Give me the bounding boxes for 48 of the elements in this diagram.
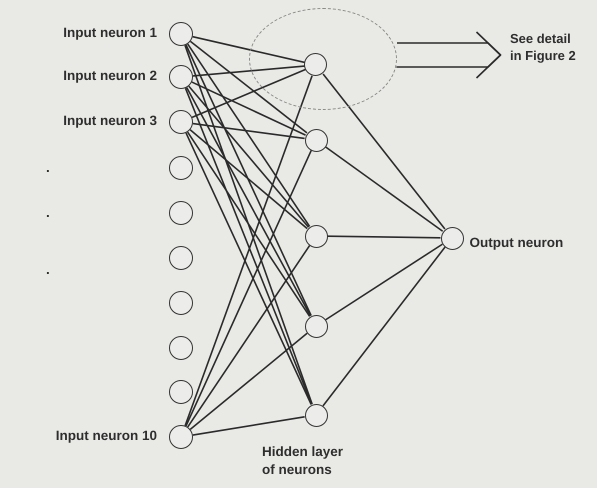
- connection-line: [187, 245, 310, 428]
- neuron-circle: [169, 156, 193, 180]
- layer-caption: Hidden layer of neurons: [262, 443, 344, 479]
- connection-line: [192, 416, 305, 436]
- connection-line: [192, 68, 306, 118]
- connection-line: [322, 246, 446, 406]
- connection-line: [186, 132, 310, 317]
- neuron-label: Input neuron 3: [63, 113, 157, 128]
- neuron-circle: [169, 380, 193, 404]
- connection-line: [192, 81, 306, 136]
- neuron-circle: [304, 224, 328, 248]
- ellipsis-dot: .: [46, 205, 50, 220]
- connection-line: [192, 122, 305, 140]
- neuron-label: Input neuron 2: [63, 68, 157, 83]
- connection-line: [325, 244, 443, 320]
- dashed-ellipse: [249, 8, 397, 110]
- connection-line: [186, 87, 312, 316]
- connection-line: [185, 44, 312, 316]
- connection-line: [192, 36, 305, 64]
- neuron-circle: [169, 336, 193, 360]
- connection-line: [188, 86, 310, 228]
- connection-line: [322, 74, 446, 230]
- neuron-label: Input neuron 1: [63, 25, 157, 40]
- connection-line: [190, 129, 308, 230]
- neuron-label: Output neuron: [470, 235, 564, 250]
- neuron-circle: [304, 128, 328, 152]
- note-text: See detail in Figure 2: [501, 30, 585, 70]
- ellipsis-dot: .: [46, 160, 50, 175]
- connection-line: [190, 332, 308, 430]
- neuron-circle: [169, 246, 193, 270]
- ellipsis-dot: .: [46, 262, 50, 277]
- connection-line: [324, 146, 444, 232]
- connection-line: [187, 44, 310, 227]
- connection-line: [190, 40, 308, 134]
- neuron-circle: [169, 22, 193, 46]
- neuron-circle: [169, 201, 193, 225]
- neuron-circle: [169, 425, 193, 449]
- neuron-circle: [304, 53, 328, 76]
- neuron-circle: [169, 110, 193, 134]
- neuron-label: Input neuron 10: [56, 428, 157, 443]
- neuron-circle: [304, 314, 328, 338]
- neuron-circle: [440, 226, 464, 250]
- neuron-circle: [169, 65, 193, 89]
- connection-line: [192, 65, 305, 77]
- connection-line: [327, 235, 441, 239]
- double-arrow: [396, 31, 502, 79]
- neuron-circle: [169, 291, 193, 315]
- neuron-circle: [304, 404, 328, 426]
